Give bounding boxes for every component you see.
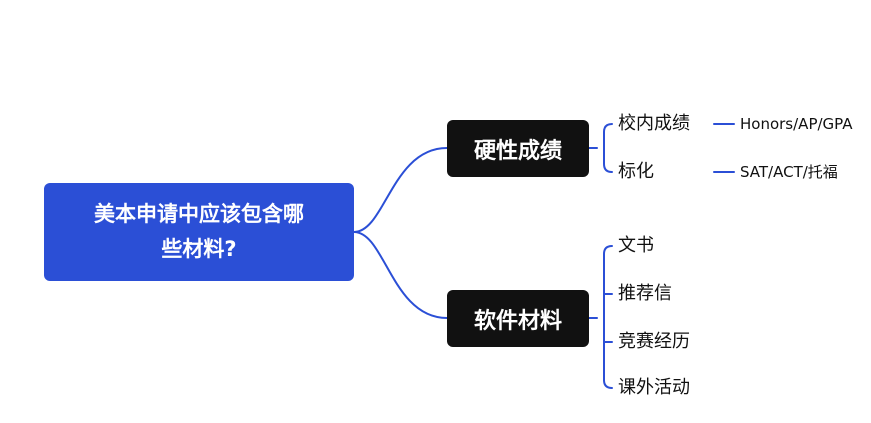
leaf-node-recommendation-letters[interactable]: 推荐信 — [618, 282, 672, 306]
leaf-label: 课外活动 — [618, 377, 690, 398]
leaf-node-essays[interactable]: 文书 — [618, 234, 654, 258]
root-node[interactable]: 美本申请中应该包含哪 些材料? — [44, 183, 354, 281]
root-node-text: 美本申请中应该包含哪 些材料? — [94, 197, 304, 267]
leaf-label: 文书 — [618, 235, 654, 256]
root-line-1: 美本申请中应该包含哪 — [94, 202, 304, 226]
leaf-node-school-grades[interactable]: 校内成绩 — [618, 112, 690, 136]
branch-label: 软件材料 — [473, 308, 562, 334]
leaf-node-competitions[interactable]: 竞赛经历 — [618, 330, 690, 354]
connector-root-soft — [353, 231, 448, 319]
branch-node-soft-materials[interactable]: 软件材料 — [447, 290, 589, 347]
connector-hard-bracket — [588, 123, 613, 173]
leaf-node-standardized-tests[interactable]: 标化 — [618, 160, 654, 184]
detail-label: SAT/ACT/托福 — [740, 163, 838, 181]
detail-label: Honors/AP/GPA — [740, 115, 853, 133]
branch-node-hard-scores[interactable]: 硬性成绩 — [447, 120, 589, 177]
connector-root-hard — [353, 147, 448, 233]
leaf-label: 推荐信 — [618, 283, 672, 304]
root-line-2: 些材料? — [161, 237, 237, 261]
leaf-label: 校内成绩 — [618, 113, 690, 134]
detail-node-sat-act-toefl[interactable]: SAT/ACT/托福 — [740, 162, 838, 182]
detail-node-honors-ap-gpa[interactable]: Honors/AP/GPA — [740, 114, 853, 134]
leaf-label: 竞赛经历 — [618, 331, 690, 352]
leaf-node-extracurriculars[interactable]: 课外活动 — [618, 376, 690, 400]
leaf-label: 标化 — [618, 161, 654, 182]
branch-label: 硬性成绩 — [473, 138, 562, 164]
connector-soft-bracket — [588, 245, 613, 389]
